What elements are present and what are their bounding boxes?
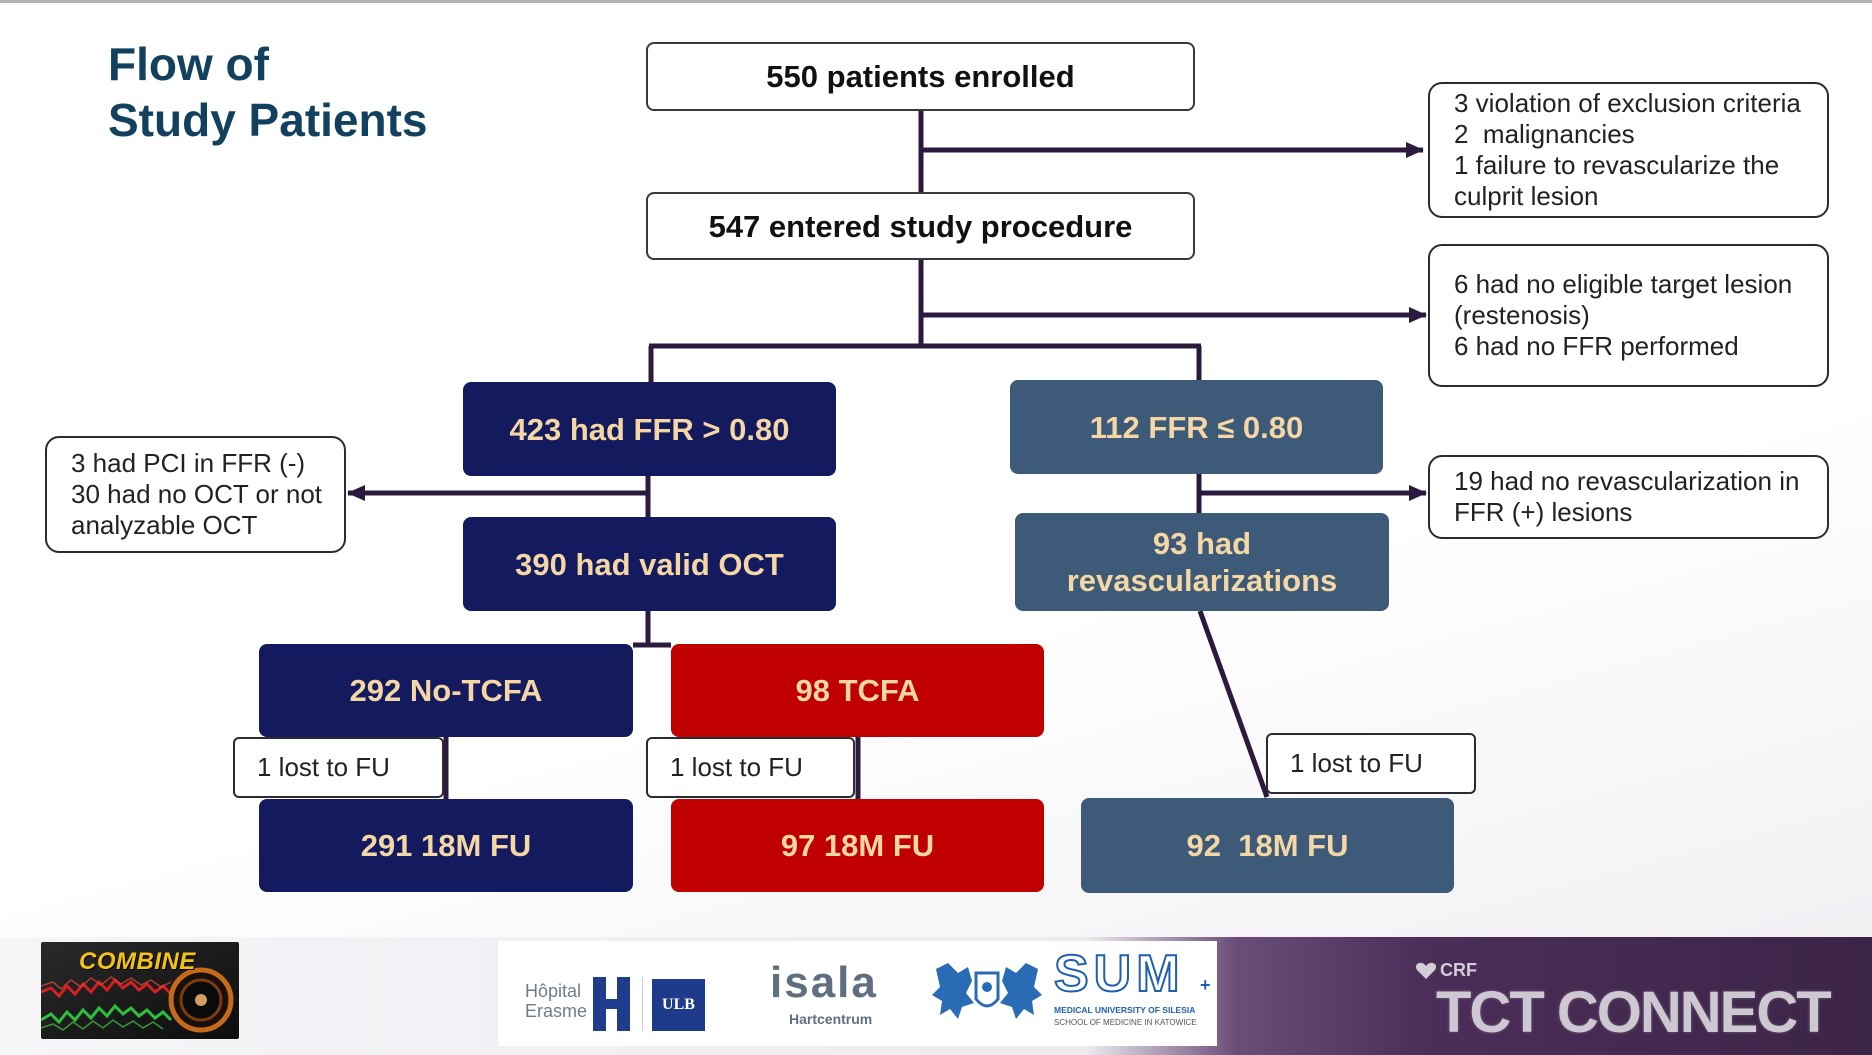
exclusion-line: 6 had no FFR performed	[1454, 331, 1739, 361]
connector-revasc-to-fu	[1197, 610, 1270, 798]
tct-connect-logo: TCT CONNECT	[1436, 980, 1832, 1045]
tcfa-box: 98 TCFA	[671, 644, 1044, 737]
no-tcfa-label: 292 No-TCFA	[349, 673, 543, 708]
no-tcfa-fu-label: 291 18M FU	[360, 828, 532, 863]
erasme-logo-text: Hôpital Erasme	[525, 981, 587, 1021]
revascularizations-label-line-1: 93 had	[1152, 526, 1252, 561]
partner-logos-panel: Hôpital Erasme ULB isala Hartcentrum SUM…	[498, 941, 1217, 1046]
combine-oct-image-icon	[41, 942, 239, 1039]
exclusion-line: culprit lesion	[1454, 181, 1599, 211]
erasme-ulb-divider	[642, 977, 643, 1031]
enrolled-box: 550 patients enrolled	[646, 42, 1195, 111]
top-border-line	[0, 0, 1872, 3]
crf-heart-icon	[1415, 962, 1437, 979]
sum-logo-text: SUM	[1053, 945, 1185, 1003]
exclusion-line: analyzable OCT	[71, 510, 258, 540]
ffr-below-label: 112 FFR ≤ 0.80	[1089, 409, 1304, 445]
revasc-fu-label: 92 18M FU	[1186, 828, 1349, 863]
entered-procedure-box: 547 entered study procedure	[646, 192, 1195, 260]
entered-procedure-label: 547 entered study procedure	[708, 208, 1133, 244]
hopital-erasme-h-icon	[593, 977, 630, 1031]
exclusion-line: 30 had no OCT or not	[71, 479, 323, 509]
ulb-logo-text: ULB	[662, 996, 695, 1013]
sum-logo-plus: +	[1200, 975, 1211, 995]
exclusion-line: FFR (+) lesions	[1454, 497, 1633, 527]
no-tcfa-box: 292 No-TCFA	[259, 644, 633, 737]
crf-logo-text: CRF	[1440, 960, 1477, 980]
combine-logo: COMBINE	[41, 942, 239, 1039]
sum-university-name: MEDICAL UNIVERSITY OF SILESIA	[1054, 1005, 1196, 1015]
exclusion-line: 3 had PCI in FFR (-)	[71, 448, 306, 478]
exclusions-before-procedure-box: 3 violation of exclusion criteria 2 mali…	[1428, 82, 1829, 218]
erasme-line-1: Hôpital	[525, 981, 582, 1001]
valid-oct-box: 390 had valid OCT	[463, 517, 836, 611]
exclusion-line: (restenosis)	[1454, 300, 1590, 330]
exclusion-line: 1 failure to revascularize the	[1454, 150, 1780, 180]
no-tcfa-fu-box: 291 18M FU	[259, 799, 633, 892]
lost-tcfa-box: 1 lost to FU	[646, 737, 855, 798]
revascularizations-label-line-2: revascularizations	[1066, 563, 1338, 598]
ffr-above-box: 423 had FFR > 0.80	[463, 382, 836, 476]
exclusion-line: 19 had no revascularization in	[1454, 466, 1800, 496]
exclusions-before-ffr-box: 6 had no eligible target lesion (resteno…	[1428, 244, 1829, 387]
ffr-below-box: 112 FFR ≤ 0.80	[1010, 380, 1383, 474]
lost-revasc-box: 1 lost to FU	[1266, 733, 1476, 794]
revasc-fu-box: 92 18M FU	[1081, 798, 1454, 893]
lost-tcfa-label: 1 lost to FU	[670, 752, 803, 782]
tcfa-fu-box: 97 18M FU	[671, 799, 1044, 892]
ulb-logo: ULB	[652, 979, 705, 1031]
revascularizations-box: 93 had revascularizations	[1015, 513, 1389, 611]
exclusion-line: 3 violation of exclusion criteria	[1454, 88, 1801, 118]
erasme-line-2: Erasme	[525, 1001, 588, 1021]
silesia-eagles-crest-icon	[932, 963, 1042, 1019]
isala-subtitle: Hartcentrum	[789, 1011, 873, 1027]
ffr-positive-exclusions-box: 19 had no revascularization in FFR (+) l…	[1428, 455, 1829, 539]
exclusion-line: 6 had no eligible target lesion	[1454, 269, 1793, 299]
valid-oct-label: 390 had valid OCT	[515, 546, 784, 582]
lost-no-tcfa-box: 1 lost to FU	[233, 737, 444, 798]
combine-logo-text: COMBINE	[79, 948, 196, 975]
slide-title-line-2: Study Patients	[108, 94, 428, 146]
slide-title: Flow of Study Patients	[108, 36, 428, 148]
sum-school-name: SCHOOL OF MEDICINE IN KATOWICE	[1054, 1018, 1197, 1027]
tcfa-label: 98 TCFA	[795, 673, 920, 708]
tcfa-fu-label: 97 18M FU	[780, 828, 935, 863]
exclusion-line: 2 malignancies	[1454, 119, 1635, 149]
enrolled-label: 550 patients enrolled	[766, 59, 1075, 94]
ffr-above-label: 423 had FFR > 0.80	[509, 411, 790, 447]
ffr-negative-exclusions-box: 3 had PCI in FFR (-) 30 had no OCT or no…	[45, 436, 346, 553]
lost-revasc-label: 1 lost to FU	[1290, 748, 1423, 778]
isala-logo-text: isala	[770, 958, 878, 1007]
slide-title-line-1: Flow of	[108, 38, 269, 90]
lost-no-tcfa-label: 1 lost to FU	[257, 752, 390, 782]
